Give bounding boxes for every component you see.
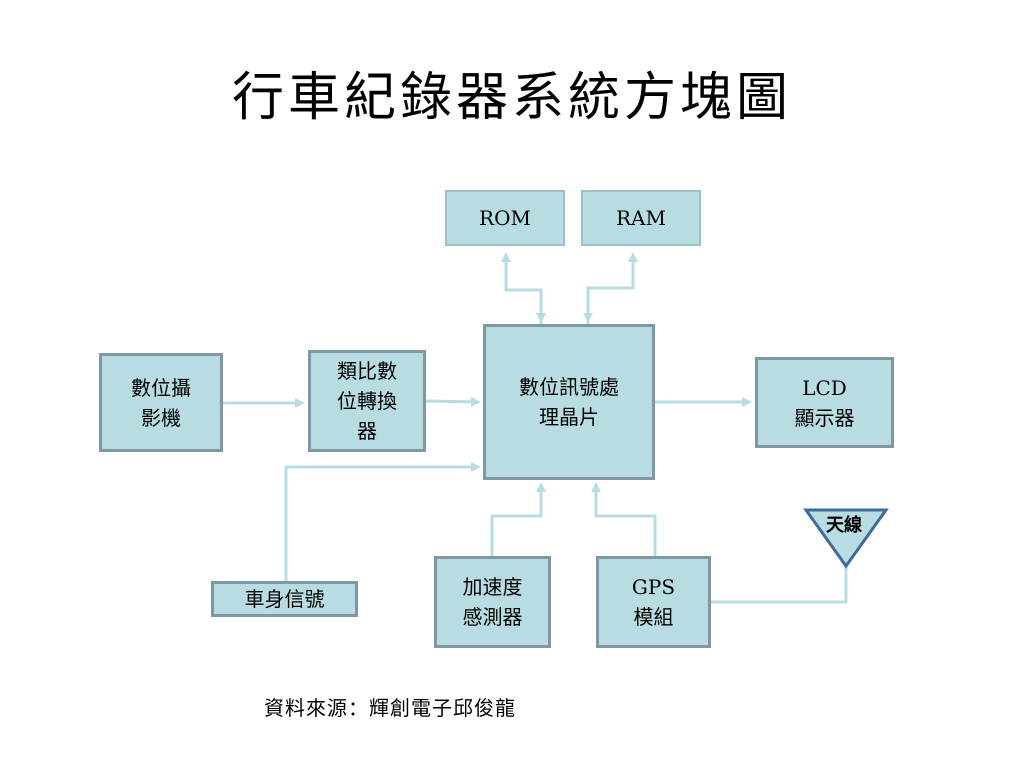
connector-adc-dsp <box>425 396 481 407</box>
dsp-chip-block: 數位訊號處 理晶片 <box>483 324 655 480</box>
accelerometer-block: 加速度 感測器 <box>434 556 551 648</box>
connector-antenna-gps <box>711 566 848 604</box>
source-credit: 資料來源：輝創電子邱俊龍 <box>264 696 516 720</box>
connector-accel-dsp <box>490 482 546 556</box>
lcd-display-block: LCD 顯示器 <box>755 357 894 448</box>
digital-camera-block: 數位攝 影機 <box>99 353 223 452</box>
rom-block: ROM <box>445 190 565 246</box>
antenna-label: 天線 <box>826 515 862 536</box>
connector-gps-dsp <box>591 482 657 556</box>
vehicle-signal-block: 車身信號 <box>211 581 358 617</box>
connector-vehicle-dsp <box>284 462 481 581</box>
connector-rom-dsp <box>506 288 546 323</box>
gps-module-block: GPS 模組 <box>596 556 711 648</box>
page-title: 行車紀錄器系統方塊圖 <box>231 68 792 128</box>
adc-block: 類比數 位轉換 器 <box>308 350 426 452</box>
antenna-icon <box>803 508 889 569</box>
connector-ram-dsp <box>583 286 633 323</box>
ram-block: RAM <box>581 190 701 246</box>
